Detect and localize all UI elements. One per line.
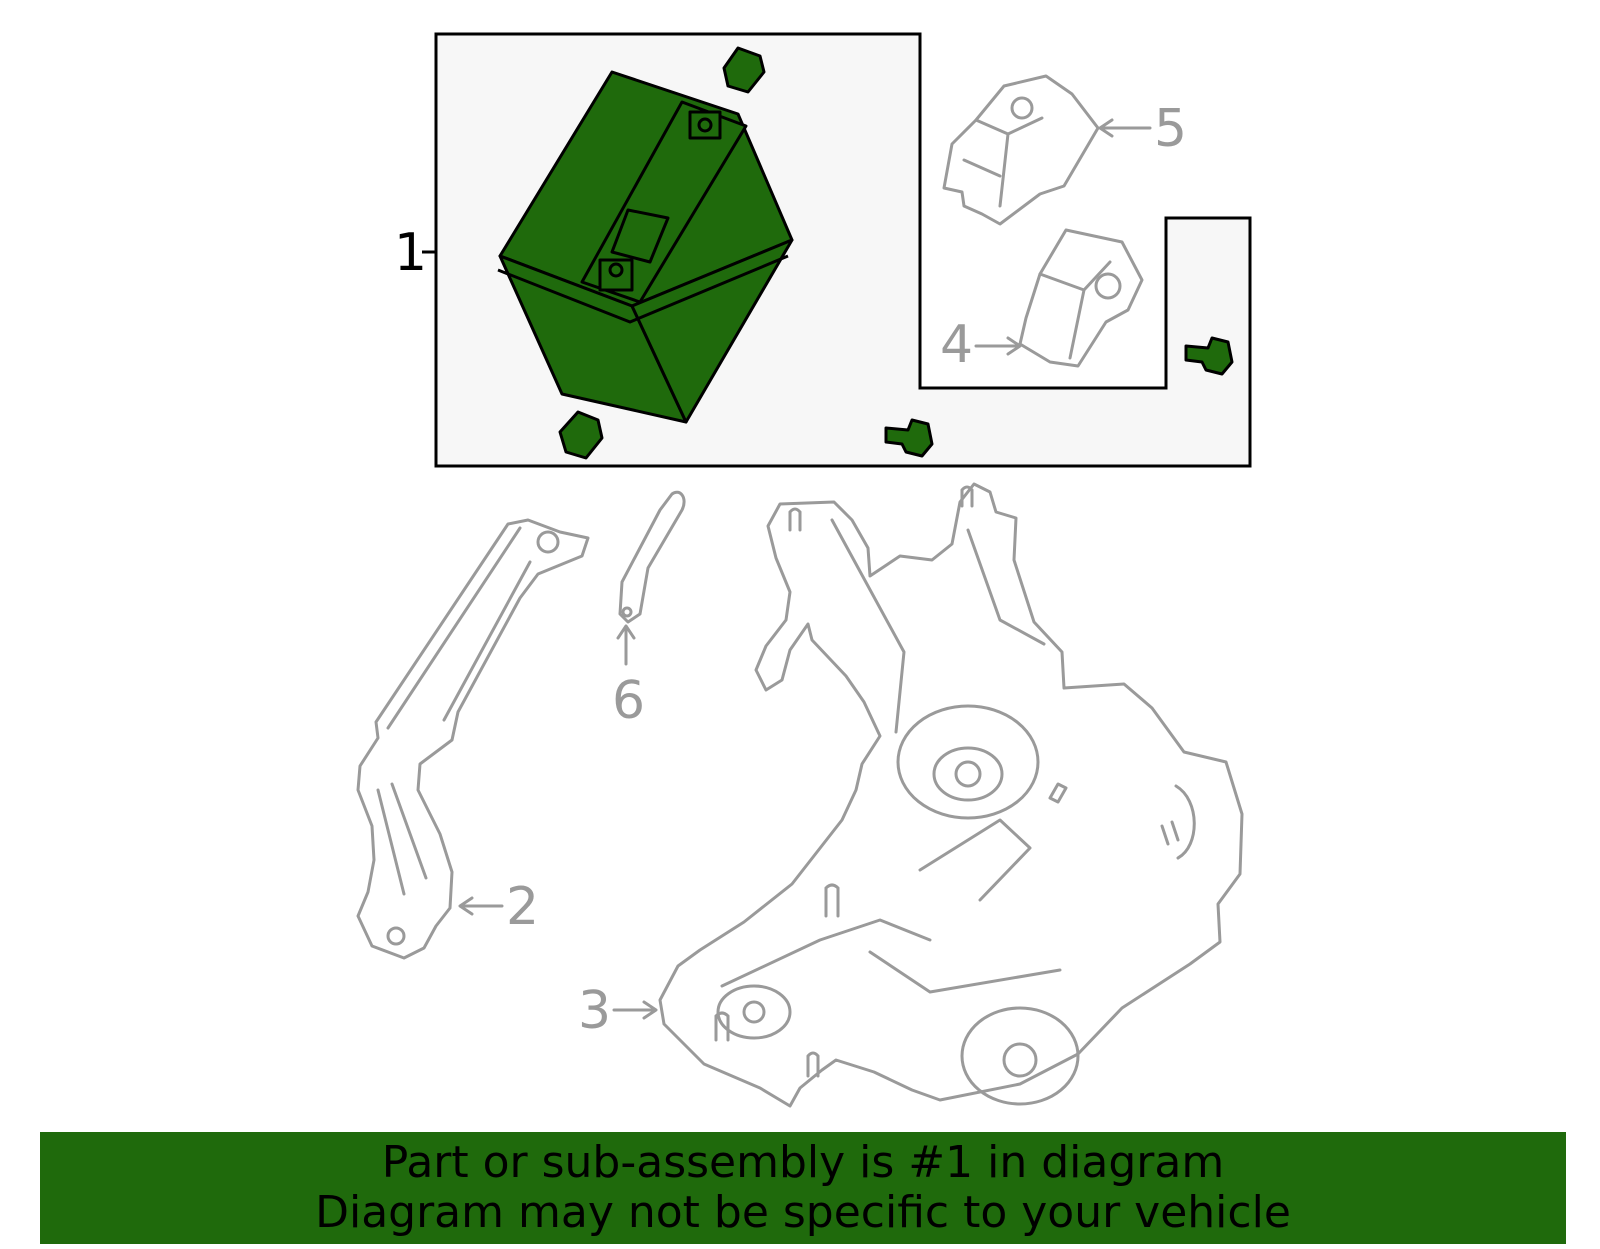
battery-rim [497,254,789,324]
part-6-hole [621,606,633,618]
part-3-well-right [960,1006,1080,1106]
part-2-top-hole [536,530,560,554]
part-3-well-left-center [742,1000,766,1024]
part-5-outline [942,74,1100,226]
battery-side-face [630,238,794,424]
callout-1: 1 [394,223,427,283]
part-6-outline [618,490,686,624]
bolt-lower [884,418,934,458]
ghost-parts [356,74,1244,1108]
part-2-bottom-hole [386,926,406,946]
battery-handle [610,208,670,264]
part-2-outline [356,518,590,960]
part-2-detail [376,526,532,896]
part-6-strap[interactable] [618,490,686,624]
part-3-tray[interactable] [658,482,1244,1108]
banner-line-1: Part or sub-assembly is #1 in diagram [381,1137,1225,1188]
clip-top [722,46,766,94]
part-3-ribs [720,518,1196,994]
part-3-well-top-inner [932,746,1004,802]
terminal-bottom-hole [608,262,624,278]
callout-2-arrow [458,896,504,916]
banner-line-2: Diagram may not be specific to your vehi… [315,1187,1291,1238]
bolt-right [1184,336,1234,376]
part-4-outline [1018,228,1144,368]
part-3-peg-2 [714,1011,730,1042]
battery-hardware[interactable] [558,46,1234,460]
part-3-well-left [716,984,792,1040]
part-3-peg-6 [1160,820,1180,846]
callout-6: 6 [612,671,645,731]
battery-part[interactable] [497,70,794,424]
part-3-peg-4 [788,507,802,532]
info-banner: Part or sub-assembly is #1 in diagram Di… [40,1132,1566,1244]
part-2-support[interactable] [356,518,590,960]
callout-4: 4 [940,315,973,375]
part-3-peg-5 [960,485,974,508]
part-3-well-right-center [1002,1042,1038,1078]
clip-bottom [558,410,604,460]
part-3-peg-1 [824,883,840,918]
part-3-slot [1048,782,1068,804]
callout-5: 5 [1154,99,1187,159]
callout-2: 2 [506,877,539,937]
info-banner-bg [40,1132,1566,1244]
callout-3: 3 [578,981,611,1041]
part-4-hole [1094,272,1122,300]
terminal-top-hole [697,117,713,133]
callout-6-arrow [616,624,636,666]
battery-terminal-top [688,110,722,140]
part-3-well-top-center [954,760,982,788]
part-5-hole [1010,96,1034,120]
part-5-bracket[interactable] [942,74,1100,226]
callout-5-arrow [1098,118,1152,138]
part-3-peg-3 [806,1051,820,1078]
part-4-bracket[interactable] [1018,228,1144,368]
part-3-well-top [896,704,1040,820]
callout-4-arrow [974,336,1022,356]
part-3-outline [658,482,1244,1108]
part-5-detail [962,116,1044,208]
callout-3-arrow [612,1000,658,1020]
part-4-detail [1038,260,1112,360]
